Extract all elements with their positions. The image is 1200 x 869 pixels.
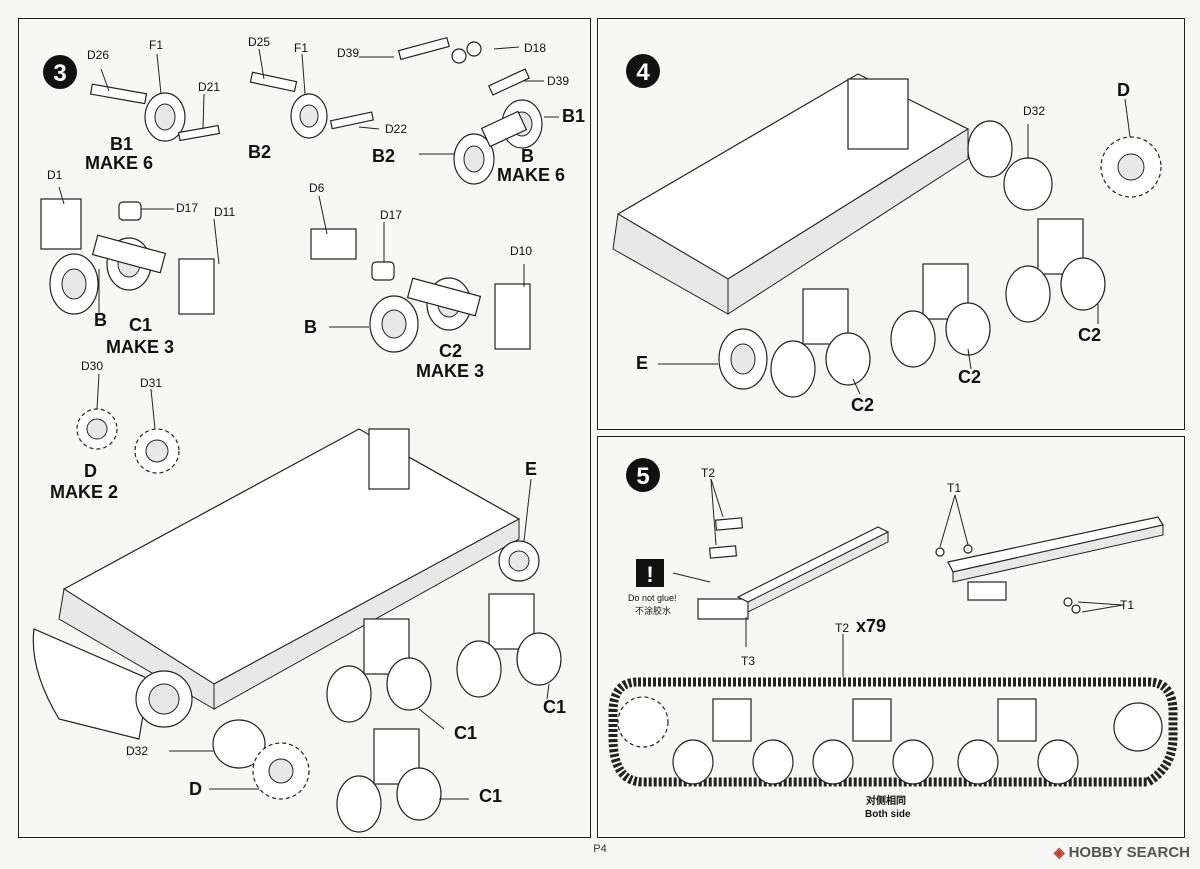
step-4-panel: 4 D32 D E C2 C2 C2 <box>597 18 1185 430</box>
label-t2: T2 <box>701 466 715 480</box>
warning-text-cn: 不涂胶水 <box>635 605 671 616</box>
caption-make6-b: MAKE 6 <box>497 165 565 185</box>
label-d25: D25 <box>248 35 270 49</box>
label-d11: D11 <box>214 205 235 219</box>
label-t2-count-part: T2 <box>835 621 849 635</box>
step-3-number: 3 <box>53 60 66 87</box>
label-d22: D22 <box>385 122 407 136</box>
label-d21: D21 <box>198 80 220 94</box>
caption-c1: C1 <box>129 315 152 335</box>
step-3-badge <box>43 55 77 89</box>
label-d30: D30 <box>81 359 103 373</box>
step-5-badge <box>626 458 660 492</box>
label-c2-a: C2 <box>851 395 874 415</box>
label-t1-b: T1 <box>1120 598 1134 612</box>
label-d17-a: D17 <box>176 201 198 215</box>
b1-assembly-drawing <box>89 53 221 142</box>
warning-icon <box>636 559 664 587</box>
caption-c1-c: C1 <box>479 786 502 806</box>
label-b-b: B <box>304 317 317 337</box>
label-e-step4: E <box>636 353 648 373</box>
both-side-cn: 对侧相同 <box>866 794 906 807</box>
label-d18: D18 <box>524 41 546 55</box>
both-side-en: Both side <box>865 809 911 820</box>
caption-make3-b: MAKE 3 <box>416 361 484 381</box>
label-c2-b: C2 <box>958 367 981 387</box>
hull-drawing <box>32 428 562 833</box>
step-4-diagram: 4 D32 D E C2 C2 C2 <box>612 54 1162 415</box>
hull-step4-drawing <box>612 73 1162 398</box>
caption-b: B <box>521 146 534 166</box>
page-number: P4 <box>593 843 607 855</box>
full-track-drawing <box>608 634 1178 787</box>
label-t3: T3 <box>741 654 755 668</box>
step-5-diagram: 5 T2 T3 ! Do not glue! 不涂胶水 T1 T1 <box>608 458 1178 820</box>
caption-c1-a: C1 <box>454 723 477 743</box>
caption-c2: C2 <box>439 341 462 361</box>
caption-make6: MAKE 6 <box>85 153 153 173</box>
step-4-number: 4 <box>636 59 650 86</box>
label-d39-a: D39 <box>337 46 359 60</box>
sprocket-d-drawing <box>76 373 180 474</box>
label-d31: D31 <box>140 376 162 390</box>
watermark: ◈ HOBBY SEARCH <box>1054 844 1190 861</box>
watermark-brand: HOBBY SEARCH <box>1068 844 1190 861</box>
c1-assembly-drawing <box>40 186 220 315</box>
exclamation-icon: ! <box>646 562 653 587</box>
b-assembly-drawing <box>359 36 559 185</box>
label-c2-c: C2 <box>1078 325 1101 345</box>
label-d26: D26 <box>87 48 109 62</box>
step-5-panel: 5 T2 T3 ! Do not glue! 不涂胶水 T1 T1 <box>597 436 1185 838</box>
caption-d: D <box>84 461 97 481</box>
caption-make3: MAKE 3 <box>106 337 174 357</box>
b2-assembly-drawing <box>249 48 380 139</box>
label-d32-step4: D32 <box>1023 104 1045 118</box>
label-f1: F1 <box>149 38 163 52</box>
caption-make2: MAKE 2 <box>50 482 118 502</box>
label-f1-b: F1 <box>294 41 308 55</box>
caption-b2: B2 <box>248 142 271 162</box>
caption-b1: B1 <box>110 134 133 154</box>
label-t1-a: T1 <box>947 481 961 495</box>
label-t2-count: x79 <box>856 616 886 636</box>
label-d32: D32 <box>126 744 148 758</box>
step-5-number: 5 <box>636 463 649 490</box>
label-d6: D6 <box>309 181 325 195</box>
c2-assembly-drawing <box>310 195 531 353</box>
label-e: E <box>525 459 537 479</box>
label-d1: D1 <box>47 168 63 182</box>
caption-b1-b: B1 <box>562 106 585 126</box>
caption-d-big: D <box>189 779 202 799</box>
watermark-logo-icon: ◈ <box>1053 844 1065 860</box>
step-3-diagram: 3 D26 F1 D21 B1 MAKE 6 D25 F1 D22 B2 <box>32 35 585 833</box>
warning-text-en: Do not glue! <box>628 593 677 603</box>
step-4-badge <box>626 54 660 88</box>
caption-c1-b: C1 <box>543 697 566 717</box>
label-b-a: B <box>94 310 107 330</box>
label-d17-b: D17 <box>380 208 402 222</box>
caption-b2-b: B2 <box>372 146 395 166</box>
label-d10: D10 <box>510 244 532 258</box>
step-3-panel: 3 D26 F1 D21 B1 MAKE 6 D25 F1 D22 B2 <box>18 18 591 838</box>
label-d39-b: D39 <box>547 74 569 88</box>
track-t2-drawing <box>672 478 890 647</box>
track-t1-drawing <box>935 494 1164 614</box>
label-d-step4: D <box>1117 80 1130 100</box>
